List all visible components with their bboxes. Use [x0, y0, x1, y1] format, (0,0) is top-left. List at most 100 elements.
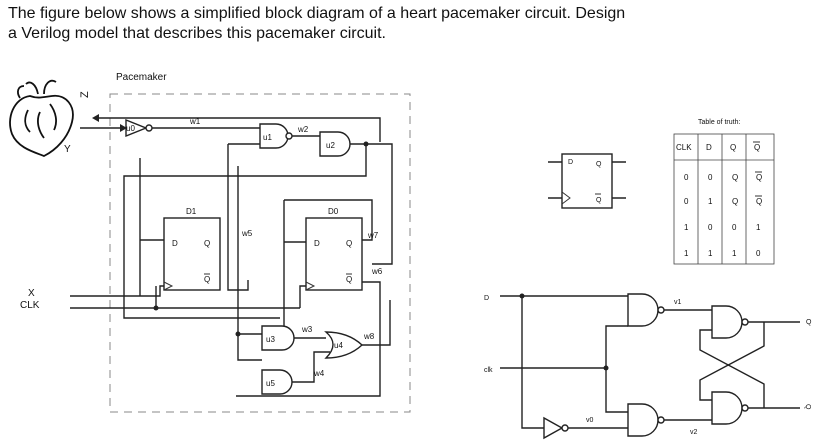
latch-v2-label: v2: [690, 429, 698, 436]
flipflop-d0-name: D0: [328, 207, 339, 216]
ff-symbol-d: D: [568, 159, 573, 166]
feedback-wire: [123, 144, 367, 319]
th-q: Q: [730, 143, 736, 152]
wire-w4-label: w4: [313, 369, 325, 378]
gate-u2-label: u2: [326, 141, 335, 150]
wire-w1-label: w1: [189, 117, 201, 126]
latch-nand-1: [627, 293, 659, 327]
wire-w5: [237, 166, 262, 361]
truth-table-title: Table of truth:: [698, 119, 740, 126]
gate-u0-bubble: [145, 124, 153, 132]
latch-inverter-bubble: [561, 424, 569, 432]
latch-circuit: D clk v0 v1 v2 Q Q: [484, 293, 812, 440]
latch-nand-4: [711, 391, 743, 425]
latch-v0-label: v0: [586, 417, 594, 424]
truth-table: Table of truth: CLK D Q Q 0 0 Q Q 0 1 Q …: [673, 119, 775, 265]
question-line-2: a Verilog model that describes this pace…: [8, 25, 386, 42]
wire-w2-label: w2: [297, 125, 309, 134]
x-wire: [70, 285, 164, 297]
latch-cross-2: [699, 329, 765, 408]
flipflop-d0-d: D: [314, 239, 320, 248]
z-output-wire: [95, 117, 381, 142]
wire-w8: [362, 300, 391, 346]
tr2-c1: 0: [708, 223, 713, 232]
wire-w6-label: w6: [371, 267, 383, 276]
wire-w8-label: w8: [363, 332, 375, 341]
ff-symbol-leads: [548, 161, 626, 199]
wire-w5-label: w5: [241, 229, 253, 238]
wire-w3-label: w3: [301, 325, 313, 334]
input-x-label: X: [28, 288, 35, 299]
d1-clock-icon: [163, 281, 174, 291]
latch-d-down: [521, 296, 544, 429]
latch-inverter: [543, 416, 564, 440]
wire-w7-label: w7: [367, 231, 379, 240]
clk-to-d0: [299, 285, 306, 308]
latch-cross-1: [699, 322, 765, 401]
tr0-c2: Q: [732, 173, 738, 182]
tr1-c1: 1: [708, 197, 713, 206]
tr1-c2: Q: [732, 197, 738, 206]
flipflop-d1: [163, 217, 221, 291]
flipflop-d1-d: D: [172, 239, 178, 248]
gate-u4: [324, 331, 364, 359]
flipflop-d1-name: D1: [186, 207, 197, 216]
latch-nand-3: [711, 305, 743, 339]
tr1-c3: Q: [756, 197, 762, 206]
tr3-c1: 1: [708, 249, 713, 258]
pacemaker-title: Pacemaker: [116, 72, 167, 83]
tr3-c0: 1: [684, 249, 689, 258]
gate-u1-label: u1: [263, 133, 272, 142]
question-line-1: The figure below shows a simplified bloc…: [8, 5, 626, 22]
gate-u3-label: u3: [266, 335, 275, 344]
question-text: The figure below shows a simplified bloc…: [8, 4, 808, 44]
gate-u5-label: u5: [266, 379, 275, 388]
input-y-label: Y: [64, 144, 71, 155]
tr3-c2: 1: [732, 249, 737, 258]
tr2-c2: 0: [732, 223, 737, 232]
gate-u0-label: u0: [126, 124, 135, 133]
tr2-c0: 1: [684, 223, 689, 232]
ff-symbol-q: Q: [596, 161, 602, 168]
latch-v1-label: v1: [674, 299, 682, 306]
input-clk-label: CLK: [20, 300, 40, 311]
latch-clk-label: clk: [484, 367, 493, 374]
tr0-c0: 0: [684, 173, 689, 182]
d0-feedback: [284, 199, 373, 241]
flipflop-d0: [305, 217, 363, 291]
flipflop-d0-qbar: Q: [346, 275, 352, 284]
gate-u1-bubble: [285, 132, 293, 140]
wire-w4: [292, 351, 330, 383]
ff-symbol: [561, 153, 613, 209]
th-qbar: Q: [754, 143, 760, 152]
th-clk: CLK: [676, 143, 692, 152]
d0-clock-icon: [305, 281, 316, 291]
latch-nand-2: [627, 403, 659, 437]
ff-symbol-qbar: Q: [596, 197, 602, 204]
th-d: D: [706, 143, 712, 152]
tr0-c1: 0: [708, 173, 713, 182]
input-z-label: Z: [79, 91, 91, 98]
z-arrow-icon: [92, 114, 99, 122]
tr3-c3: 0: [756, 249, 761, 258]
gate-u3: [261, 325, 295, 351]
latch-d-label: D: [484, 295, 489, 302]
flipflop-d1-q: Q: [204, 239, 210, 248]
gate-u4-label: u4: [334, 341, 343, 350]
gate-u0: [125, 118, 148, 138]
latch-clk-wire: [500, 325, 628, 369]
tr1-c0: 0: [684, 197, 689, 206]
flipflop-d0-q: Q: [346, 239, 352, 248]
u2-output-wire: [350, 143, 393, 265]
latch-clk-down: [605, 368, 628, 413]
y-arrow-icon: [120, 124, 127, 132]
latch-q-label: Q: [806, 319, 812, 326]
latch-qbar-label: Q: [804, 404, 811, 410]
tr2-c3: 1: [756, 223, 761, 232]
heart-icon: [9, 79, 74, 157]
wire-w6: [236, 281, 381, 397]
flipflop-d1-qbar: Q: [204, 275, 210, 284]
ff-symbol-clock-icon: [561, 191, 571, 205]
tr0-c3: Q: [756, 173, 762, 182]
